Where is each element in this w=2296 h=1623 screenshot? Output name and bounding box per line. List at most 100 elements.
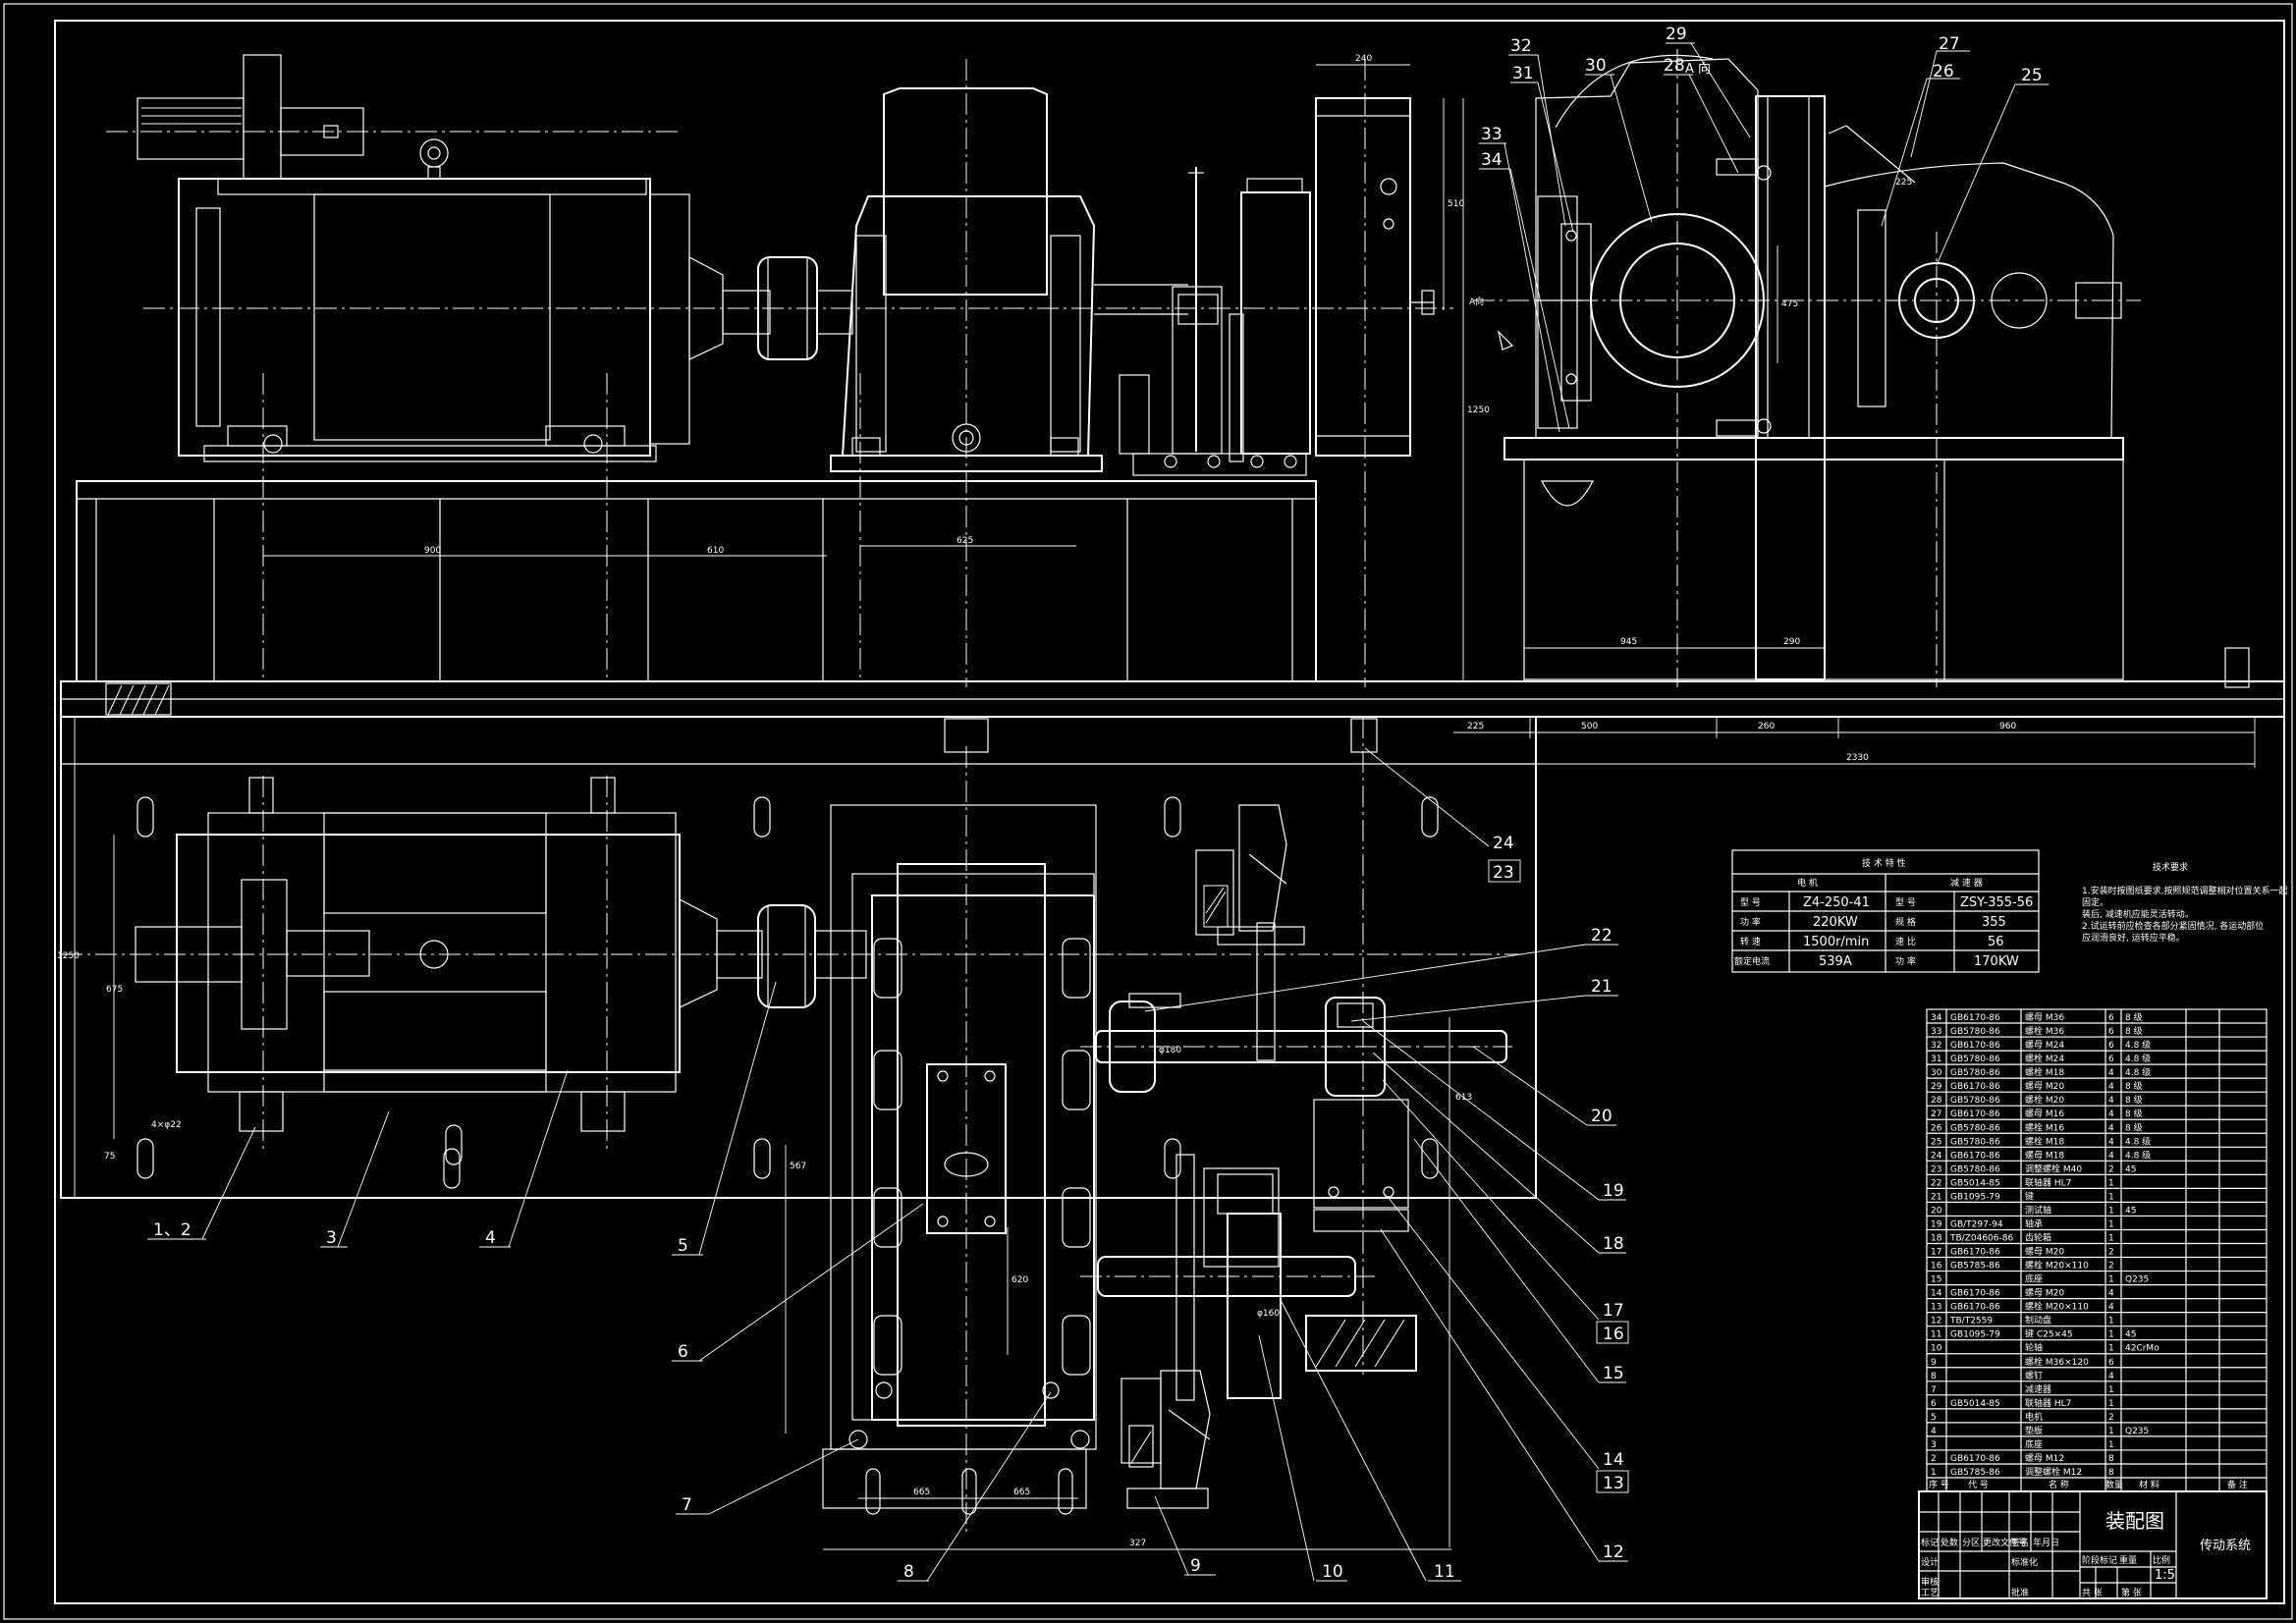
parts-cell-qty: 1 bbox=[2108, 1385, 2114, 1395]
tb-sign: 签名 bbox=[2011, 1537, 2029, 1548]
parts-cell-name: 螺母 M24 bbox=[2025, 1040, 2064, 1051]
parts-cell-no: 2 bbox=[1931, 1454, 1937, 1464]
parts-cell-code: GB1095-79 bbox=[1950, 1192, 2000, 1202]
callout-7: 7 bbox=[682, 1495, 692, 1515]
motor-plan bbox=[135, 776, 718, 1149]
parts-cell-name: 螺栓 M20×110 bbox=[2025, 1301, 2089, 1313]
parts-cell-qty: 4 bbox=[2108, 1109, 2114, 1119]
spec-table: 技 术 特 性 电 机 减 速 器 型 号 Z4-250-41 型 号 ZSY-… bbox=[1731, 849, 2040, 973]
parts-cell-qty: 1 bbox=[2108, 1192, 2114, 1202]
brake-front bbox=[1119, 167, 1311, 476]
parts-cell-name: 螺母 M18 bbox=[2025, 1150, 2064, 1161]
callout-27: 27 bbox=[1939, 34, 1960, 54]
parts-cell-mat: 45 bbox=[2125, 1330, 2136, 1340]
parts-cell-name: 调整螺栓 M40 bbox=[2025, 1163, 2082, 1174]
parts-cell-qty: 4 bbox=[2108, 1372, 2114, 1381]
rail-end-hatching bbox=[105, 682, 172, 716]
front-dimensions: 900 610 625 240 510 1250 bbox=[263, 54, 1490, 681]
parts-cell-no: 19 bbox=[1931, 1219, 1942, 1229]
parts-cell-qty: 4 bbox=[2108, 1096, 2114, 1106]
parts-cell-code: GB5780-86 bbox=[1950, 1137, 2000, 1147]
side-view-a: A 向 A向 bbox=[1453, 49, 2256, 768]
parts-header-mat: 材 料 bbox=[2139, 1479, 2159, 1490]
dim-510: 510 bbox=[1448, 199, 1464, 209]
parts-cell-qty: 1 bbox=[2108, 1399, 2114, 1409]
tech-req-title: 技术要求 bbox=[2153, 861, 2188, 873]
parts-cell-name: 螺栓 M20×110 bbox=[2025, 1260, 2089, 1271]
parts-cell-name: 轴承 bbox=[2025, 1217, 2043, 1229]
callout-12: 12 bbox=[1603, 1542, 1624, 1562]
tb-zone: 分区 bbox=[1962, 1538, 1980, 1548]
callout-34: 34 bbox=[1481, 150, 1503, 170]
spec-cell: 型 号 bbox=[1895, 897, 1916, 908]
parts-cell-no: 5 bbox=[1931, 1413, 1937, 1423]
parts-cell-name: 螺栓 M36×120 bbox=[2025, 1356, 2089, 1368]
callout-28: 28 bbox=[1664, 56, 1685, 76]
parts-cell-no: 22 bbox=[1931, 1178, 1941, 1188]
parts-cell-code: GB6170-86 bbox=[1950, 1082, 2000, 1092]
parts-cell-code: GB5785-86 bbox=[1950, 1468, 2000, 1478]
parts-cell-name: 螺母 M36 bbox=[2025, 1012, 2064, 1023]
parts-cell-code: GB5780-86 bbox=[1950, 1027, 2000, 1037]
dim-625: 625 bbox=[957, 536, 973, 546]
callouts: 1、2 3 4 5 6 7 8 9 10 11 12 14 13 15 17 1… bbox=[147, 25, 2049, 1582]
parts-cell-qty: 4 bbox=[2108, 1137, 2114, 1147]
parts-cell-name: 螺钉 bbox=[2025, 1371, 2043, 1381]
parts-cell-no: 31 bbox=[1931, 1055, 1941, 1064]
spec-cell: 型 号 bbox=[1740, 897, 1761, 908]
parts-cell-name: 垫板 bbox=[2025, 1425, 2043, 1436]
parts-cell-name: 底座 bbox=[2025, 1273, 2043, 1285]
scale-value: 1:5 bbox=[2155, 1568, 2175, 1583]
parts-cell-no: 14 bbox=[1931, 1289, 1942, 1299]
parts-cell-code: GB6170-86 bbox=[1950, 1151, 2000, 1161]
parts-cell-mat: 42CrMo bbox=[2125, 1344, 2159, 1354]
parts-cell-no: 27 bbox=[1931, 1109, 1941, 1119]
parts-cell-mat: 4.8 级 bbox=[2125, 1066, 2151, 1078]
parts-cell-name: 螺母 M12 bbox=[2025, 1453, 2064, 1464]
parts-cell-no: 25 bbox=[1931, 1137, 1941, 1147]
parts-cell-no: 34 bbox=[1931, 1013, 1942, 1023]
parts-cell-no: 18 bbox=[1931, 1234, 1942, 1244]
callout-13: 13 bbox=[1603, 1474, 1624, 1493]
parts-header-name: 名 称 bbox=[2049, 1479, 2069, 1490]
parts-cell-no: 10 bbox=[1931, 1344, 1942, 1354]
spec-cell: 170KW bbox=[1974, 954, 2019, 969]
dim-hub-180: φ180 bbox=[1159, 1046, 1181, 1055]
parts-cell-name: 底座 bbox=[2025, 1438, 2043, 1450]
parts-cell-no: 24 bbox=[1931, 1151, 1942, 1161]
parts-cell-mat: 4.8 级 bbox=[2125, 1039, 2151, 1051]
callout-9: 9 bbox=[1190, 1556, 1201, 1576]
parts-cell-qty: 1 bbox=[2108, 1234, 2114, 1244]
parts-cell-mat: 8 级 bbox=[2125, 1121, 2143, 1133]
callout-33: 33 bbox=[1481, 125, 1503, 144]
dim-plan-567: 567 bbox=[790, 1162, 806, 1171]
tech-req-line: 应润滑良好, 运转应平稳。 bbox=[2082, 932, 2185, 944]
parts-cell-no: 13 bbox=[1931, 1303, 1941, 1313]
reducer-plan bbox=[822, 746, 1097, 1532]
dim-side-160: φ160 bbox=[1257, 1309, 1280, 1319]
parts-cell-code: TB/T2559 bbox=[1949, 1317, 1993, 1326]
parts-cell-mat: 4.8 级 bbox=[2125, 1053, 2151, 1064]
dim-900: 900 bbox=[424, 546, 441, 556]
parts-cell-qty: 6 bbox=[2108, 1055, 2114, 1064]
plan-dimensions: 1250 675 75 4×φ22 567 620 665 665 327 61… bbox=[57, 717, 1472, 1550]
parts-cell-no: 26 bbox=[1931, 1123, 1942, 1133]
callout-1-2: 1、2 bbox=[153, 1220, 191, 1240]
output-shaft-plan bbox=[1080, 993, 1512, 1399]
parts-cell-mat: Q235 bbox=[2125, 1275, 2149, 1285]
plan-base-plate bbox=[60, 716, 1537, 1199]
parts-cell-qty: 4 bbox=[2108, 1289, 2114, 1299]
callout-24: 24 bbox=[1493, 834, 1514, 853]
parts-cell-qty: 1 bbox=[2108, 1206, 2114, 1216]
motor-front bbox=[137, 54, 724, 462]
callout-18: 18 bbox=[1603, 1234, 1624, 1254]
parts-cell-code: GB6170-86 bbox=[1950, 1303, 2000, 1313]
parts-cell-qty: 8 bbox=[2108, 1468, 2114, 1478]
parts-cell-no: 28 bbox=[1931, 1096, 1942, 1106]
parts-cell-code: GB5780-86 bbox=[1950, 1164, 2000, 1174]
dim-plan-620: 620 bbox=[1011, 1275, 1028, 1285]
parts-cell-name: 螺母 M20 bbox=[2025, 1247, 2064, 1258]
title-block: 装配图 传动系统 1:5 标记 处数 分区 更改文件号 签名 年月日 设计 标准… bbox=[1918, 1490, 2268, 1599]
parts-cell-qty: 1 bbox=[2108, 1275, 2114, 1285]
